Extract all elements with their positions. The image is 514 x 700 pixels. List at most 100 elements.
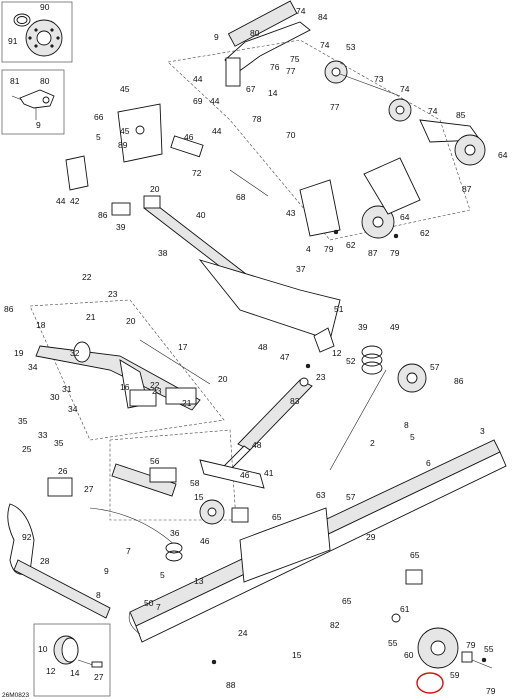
callout: 85	[456, 110, 466, 120]
callout: 82	[330, 620, 340, 630]
callout: 86	[4, 304, 14, 314]
callout: 64	[400, 212, 410, 222]
callout: 7	[126, 546, 131, 556]
callout: 24	[238, 628, 248, 638]
callout: 55	[388, 638, 398, 648]
callout: 91	[8, 36, 18, 46]
callout: 34	[68, 404, 78, 414]
callout: 44	[212, 126, 222, 136]
callout: 3	[480, 426, 485, 436]
callout: 15	[194, 492, 204, 502]
callout: 22	[150, 380, 160, 390]
callout: 89	[118, 140, 128, 150]
callout: 73	[374, 74, 384, 84]
callout: 62	[346, 240, 356, 250]
callout: 77	[286, 66, 296, 76]
callout: 51	[334, 304, 344, 314]
front-arm	[29, 299, 225, 441]
callout: 66	[94, 112, 104, 122]
callout: 40	[196, 210, 206, 220]
callout: 70	[286, 130, 296, 140]
callout: 55	[484, 644, 494, 654]
callout: 20	[150, 184, 160, 194]
callout: 20	[126, 316, 136, 326]
callout: 52	[346, 356, 356, 366]
callout: 4	[306, 244, 311, 254]
callout: 39	[358, 322, 368, 332]
callout: 23	[108, 289, 118, 299]
callout: 42	[70, 196, 80, 206]
callout: 12	[332, 348, 342, 358]
callout: 65	[342, 596, 352, 606]
callout: 15	[292, 650, 302, 660]
callout: 63	[316, 490, 326, 500]
callout: 46	[184, 132, 194, 142]
callout: 35	[18, 416, 28, 426]
callout: 57	[430, 362, 440, 372]
callout: 84	[318, 12, 328, 22]
callout: 81	[10, 76, 20, 86]
callout: 65	[410, 550, 420, 560]
callout: 9	[214, 32, 219, 42]
callout: 22	[82, 272, 92, 282]
torsion-spring	[89, 507, 183, 562]
callout: 39	[116, 222, 126, 232]
callout: 80	[40, 76, 50, 86]
callout: 13	[194, 576, 204, 586]
callout: 31	[62, 384, 72, 394]
callout: 8	[404, 420, 409, 430]
callout: 79	[324, 244, 334, 254]
callout: 10	[38, 644, 48, 654]
callout: 48	[258, 342, 268, 352]
callout: 88	[226, 680, 236, 690]
spring-idler	[313, 327, 427, 471]
callout: 38	[158, 248, 168, 258]
upper-arm-assembly	[167, 0, 486, 241]
callout: 77	[330, 102, 340, 112]
callout: 29	[366, 532, 376, 542]
callout: 36	[170, 528, 180, 538]
callout-labels: 90 91 81 80 9 9 80 74 84 74 53 73 76 77 …	[4, 2, 508, 696]
callout: 14	[268, 88, 278, 98]
inset-box-bracket	[1, 69, 65, 135]
callout: 46	[240, 470, 250, 480]
callout: 53	[346, 42, 356, 52]
callout: 50	[144, 598, 154, 608]
callout: 5	[160, 570, 165, 580]
callout: 47	[280, 352, 290, 362]
callout: 78	[252, 114, 262, 124]
callout: 16	[120, 382, 130, 392]
rear-idler-bracket	[299, 157, 421, 239]
callout: 5	[410, 432, 415, 442]
callout: 6	[426, 458, 431, 468]
callout: 35	[54, 438, 64, 448]
callout: 5	[96, 132, 101, 142]
front-bracket	[65, 103, 269, 197]
inset-box-wheel	[33, 623, 111, 697]
callout: 49	[390, 322, 400, 332]
callout: 64	[498, 150, 508, 160]
callout: 41	[264, 468, 274, 478]
callout: 83	[290, 396, 300, 406]
callout: 9	[36, 120, 41, 130]
callout: 74	[400, 84, 410, 94]
callout: 19	[14, 348, 24, 358]
callout: 87	[368, 248, 378, 258]
callout: 12	[46, 666, 56, 676]
callout: 74	[428, 106, 438, 116]
callout: 27	[94, 672, 104, 682]
callout: 74	[296, 6, 306, 16]
callout: 48	[252, 440, 262, 450]
callout: 76	[270, 62, 280, 72]
callout: 69	[193, 96, 203, 106]
rails	[128, 439, 507, 643]
callout: 14	[70, 668, 80, 678]
center-members	[47, 429, 265, 525]
callout: 17	[178, 342, 188, 352]
callout: 67	[246, 84, 256, 94]
callout: 44	[193, 74, 203, 84]
callout: 57	[346, 492, 356, 502]
inset-box-ring	[1, 1, 73, 63]
callout: 23	[152, 386, 162, 396]
